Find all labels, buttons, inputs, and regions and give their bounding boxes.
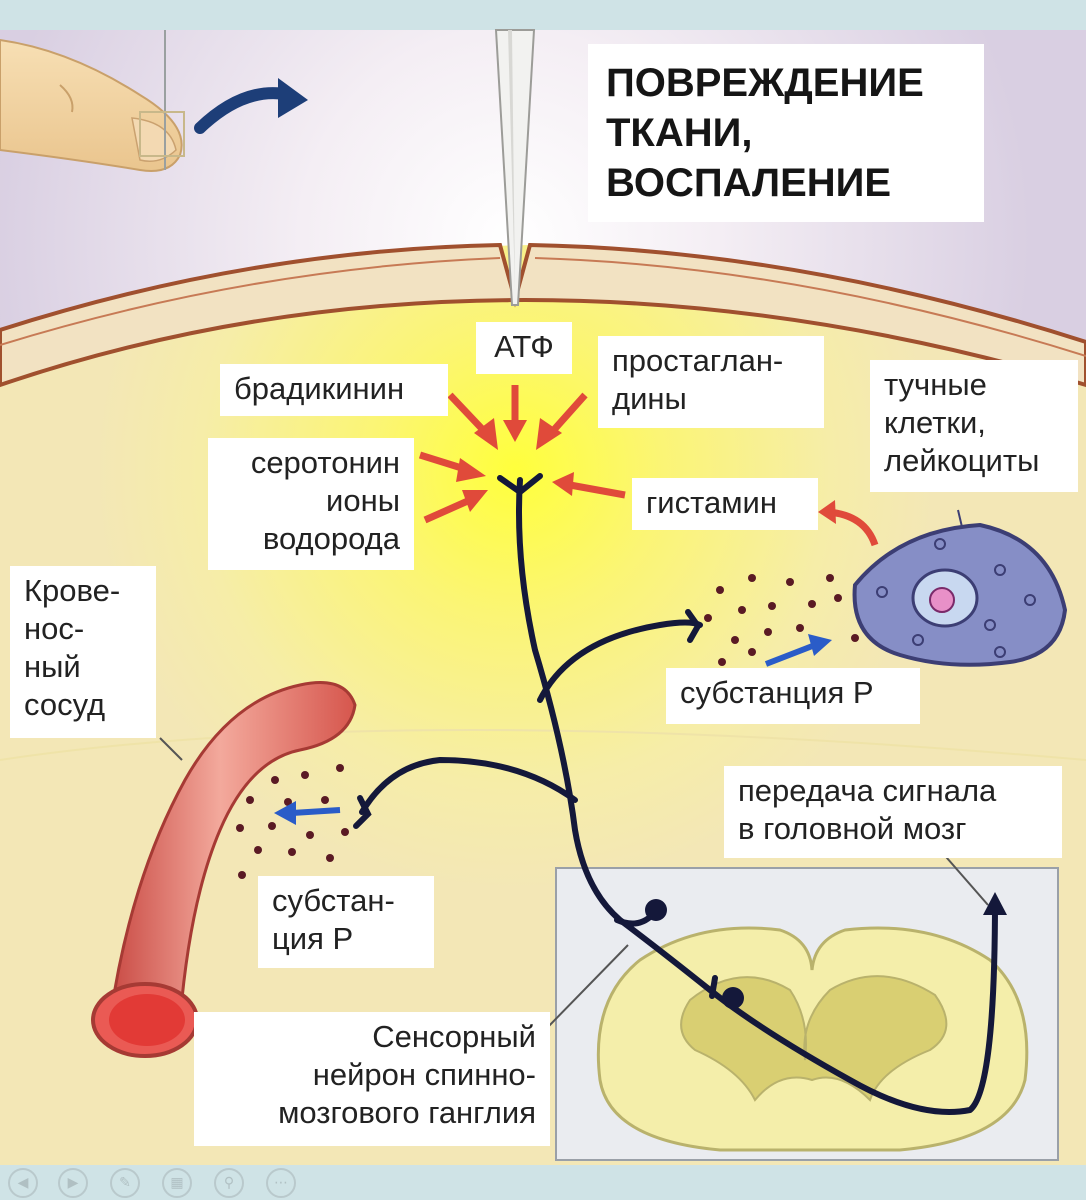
label-histamine: гистамин xyxy=(632,478,818,530)
label-sensory-neuron: Сенсорный нейрон спинно- мозгового гангл… xyxy=(194,1012,550,1146)
next-slide-button[interactable]: ▶ xyxy=(58,1168,88,1198)
upward-arrow-icon xyxy=(983,892,1007,915)
blue-arrow-right xyxy=(764,642,817,667)
label-atf: АТФ xyxy=(476,322,572,374)
blue-arrow-left xyxy=(291,807,341,816)
substance-p-granules-left xyxy=(236,764,349,879)
prev-slide-button[interactable]: ◀ xyxy=(8,1168,38,1198)
zoom-frame xyxy=(139,111,185,157)
label-mast-cells: тучные клетки, лейкоциты xyxy=(870,360,1078,492)
skin-layer xyxy=(0,242,1086,388)
label-blood-vessel: Крове- нос- ный сосуд xyxy=(10,566,156,738)
grid-icon: ▦ xyxy=(170,1175,184,1191)
needle-icon xyxy=(494,29,536,306)
mediator-arrows xyxy=(418,385,879,547)
blood-vessel xyxy=(108,681,357,1022)
next-icon: ▶ xyxy=(67,1175,79,1191)
diagram-title: ПОВРЕЖДЕНИЕ ТКАНИ, ВОСПАЛЕНИЕ xyxy=(588,44,984,222)
label-signal-to-brain: передача сигнала в головной мозг xyxy=(724,766,1062,858)
more-options-button[interactable]: ⋯ xyxy=(266,1168,296,1198)
substance-p-granules-right xyxy=(704,574,859,666)
more-icon: ⋯ xyxy=(274,1175,288,1191)
magnifier-icon: ⚲ xyxy=(223,1175,235,1191)
zoom-button[interactable]: ⚲ xyxy=(214,1168,244,1198)
pen-icon: ✎ xyxy=(119,1175,131,1191)
pen-tool-button[interactable]: ✎ xyxy=(110,1168,140,1198)
prev-icon: ◀ xyxy=(17,1175,29,1191)
label-substance-p-right: субстанция Р xyxy=(666,668,920,724)
label-substance-p-left: субстан- ция Р xyxy=(258,876,434,968)
sensory-neuron xyxy=(353,473,998,1115)
label-prostaglandins: простаглан- дины xyxy=(598,336,824,428)
label-bradykinin: брадикинин xyxy=(220,364,448,416)
slides-grid-button[interactable]: ▦ xyxy=(162,1168,192,1198)
label-serotonin-hydrogen: серотонин ионы водорода xyxy=(208,438,414,570)
